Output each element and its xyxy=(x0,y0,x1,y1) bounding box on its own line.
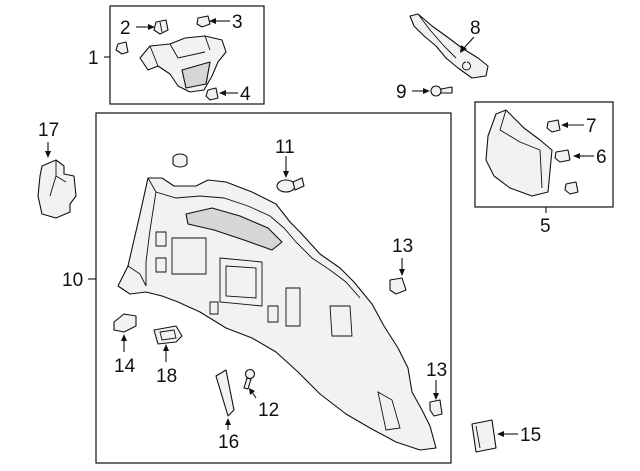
part-9-screw xyxy=(430,85,453,97)
part-18-cover xyxy=(153,325,183,345)
group-box-1 xyxy=(109,5,265,105)
part-13-clip-lower xyxy=(429,399,443,417)
part-1-bracket xyxy=(139,35,227,93)
callout-16: 16 xyxy=(218,432,239,453)
callout-6: 6 xyxy=(596,147,607,168)
callout-13-upper: 13 xyxy=(392,236,413,257)
callout-5: 5 xyxy=(540,216,551,237)
group-box-10 xyxy=(95,112,452,464)
callout-13-lower: 13 xyxy=(426,360,447,381)
part-5-small-clip xyxy=(564,181,579,195)
callout-9: 9 xyxy=(396,82,407,103)
callout-8: 8 xyxy=(470,18,481,39)
callout-15: 15 xyxy=(520,425,541,446)
part-8-bracket xyxy=(409,13,489,79)
part-11-push-pin xyxy=(276,177,305,193)
callout-18: 18 xyxy=(156,366,177,387)
part-1-small-clip xyxy=(115,41,129,55)
part-10-quarter-trim-panel xyxy=(117,177,437,451)
callout-7: 7 xyxy=(586,116,597,137)
part-5-trim-panel xyxy=(485,109,553,197)
callout-14: 14 xyxy=(114,356,136,377)
group-box-5 xyxy=(474,101,614,208)
callout-12: 12 xyxy=(258,400,279,421)
callout-3: 3 xyxy=(232,12,243,33)
part-16-trim-strip xyxy=(215,369,235,417)
part-12-screw xyxy=(243,368,256,390)
part-15-cover xyxy=(471,419,497,453)
part-4-clip xyxy=(205,87,219,101)
callout-11: 11 xyxy=(275,137,295,158)
part-14-clip xyxy=(113,313,137,333)
leader-lines xyxy=(45,18,594,437)
part-10-plug xyxy=(172,153,188,168)
callout-1: 1 xyxy=(88,48,99,69)
part-13-clip-upper xyxy=(389,277,407,295)
callout-17: 17 xyxy=(38,120,59,141)
part-6-clip xyxy=(554,149,571,163)
part-3-clip xyxy=(196,15,211,28)
callout-10: 10 xyxy=(62,270,83,291)
part-7-clip xyxy=(546,119,561,133)
part-17-trim-piece xyxy=(37,159,77,219)
part-2-clip xyxy=(153,19,169,35)
callout-2: 2 xyxy=(120,18,131,39)
callout-4: 4 xyxy=(240,84,251,105)
